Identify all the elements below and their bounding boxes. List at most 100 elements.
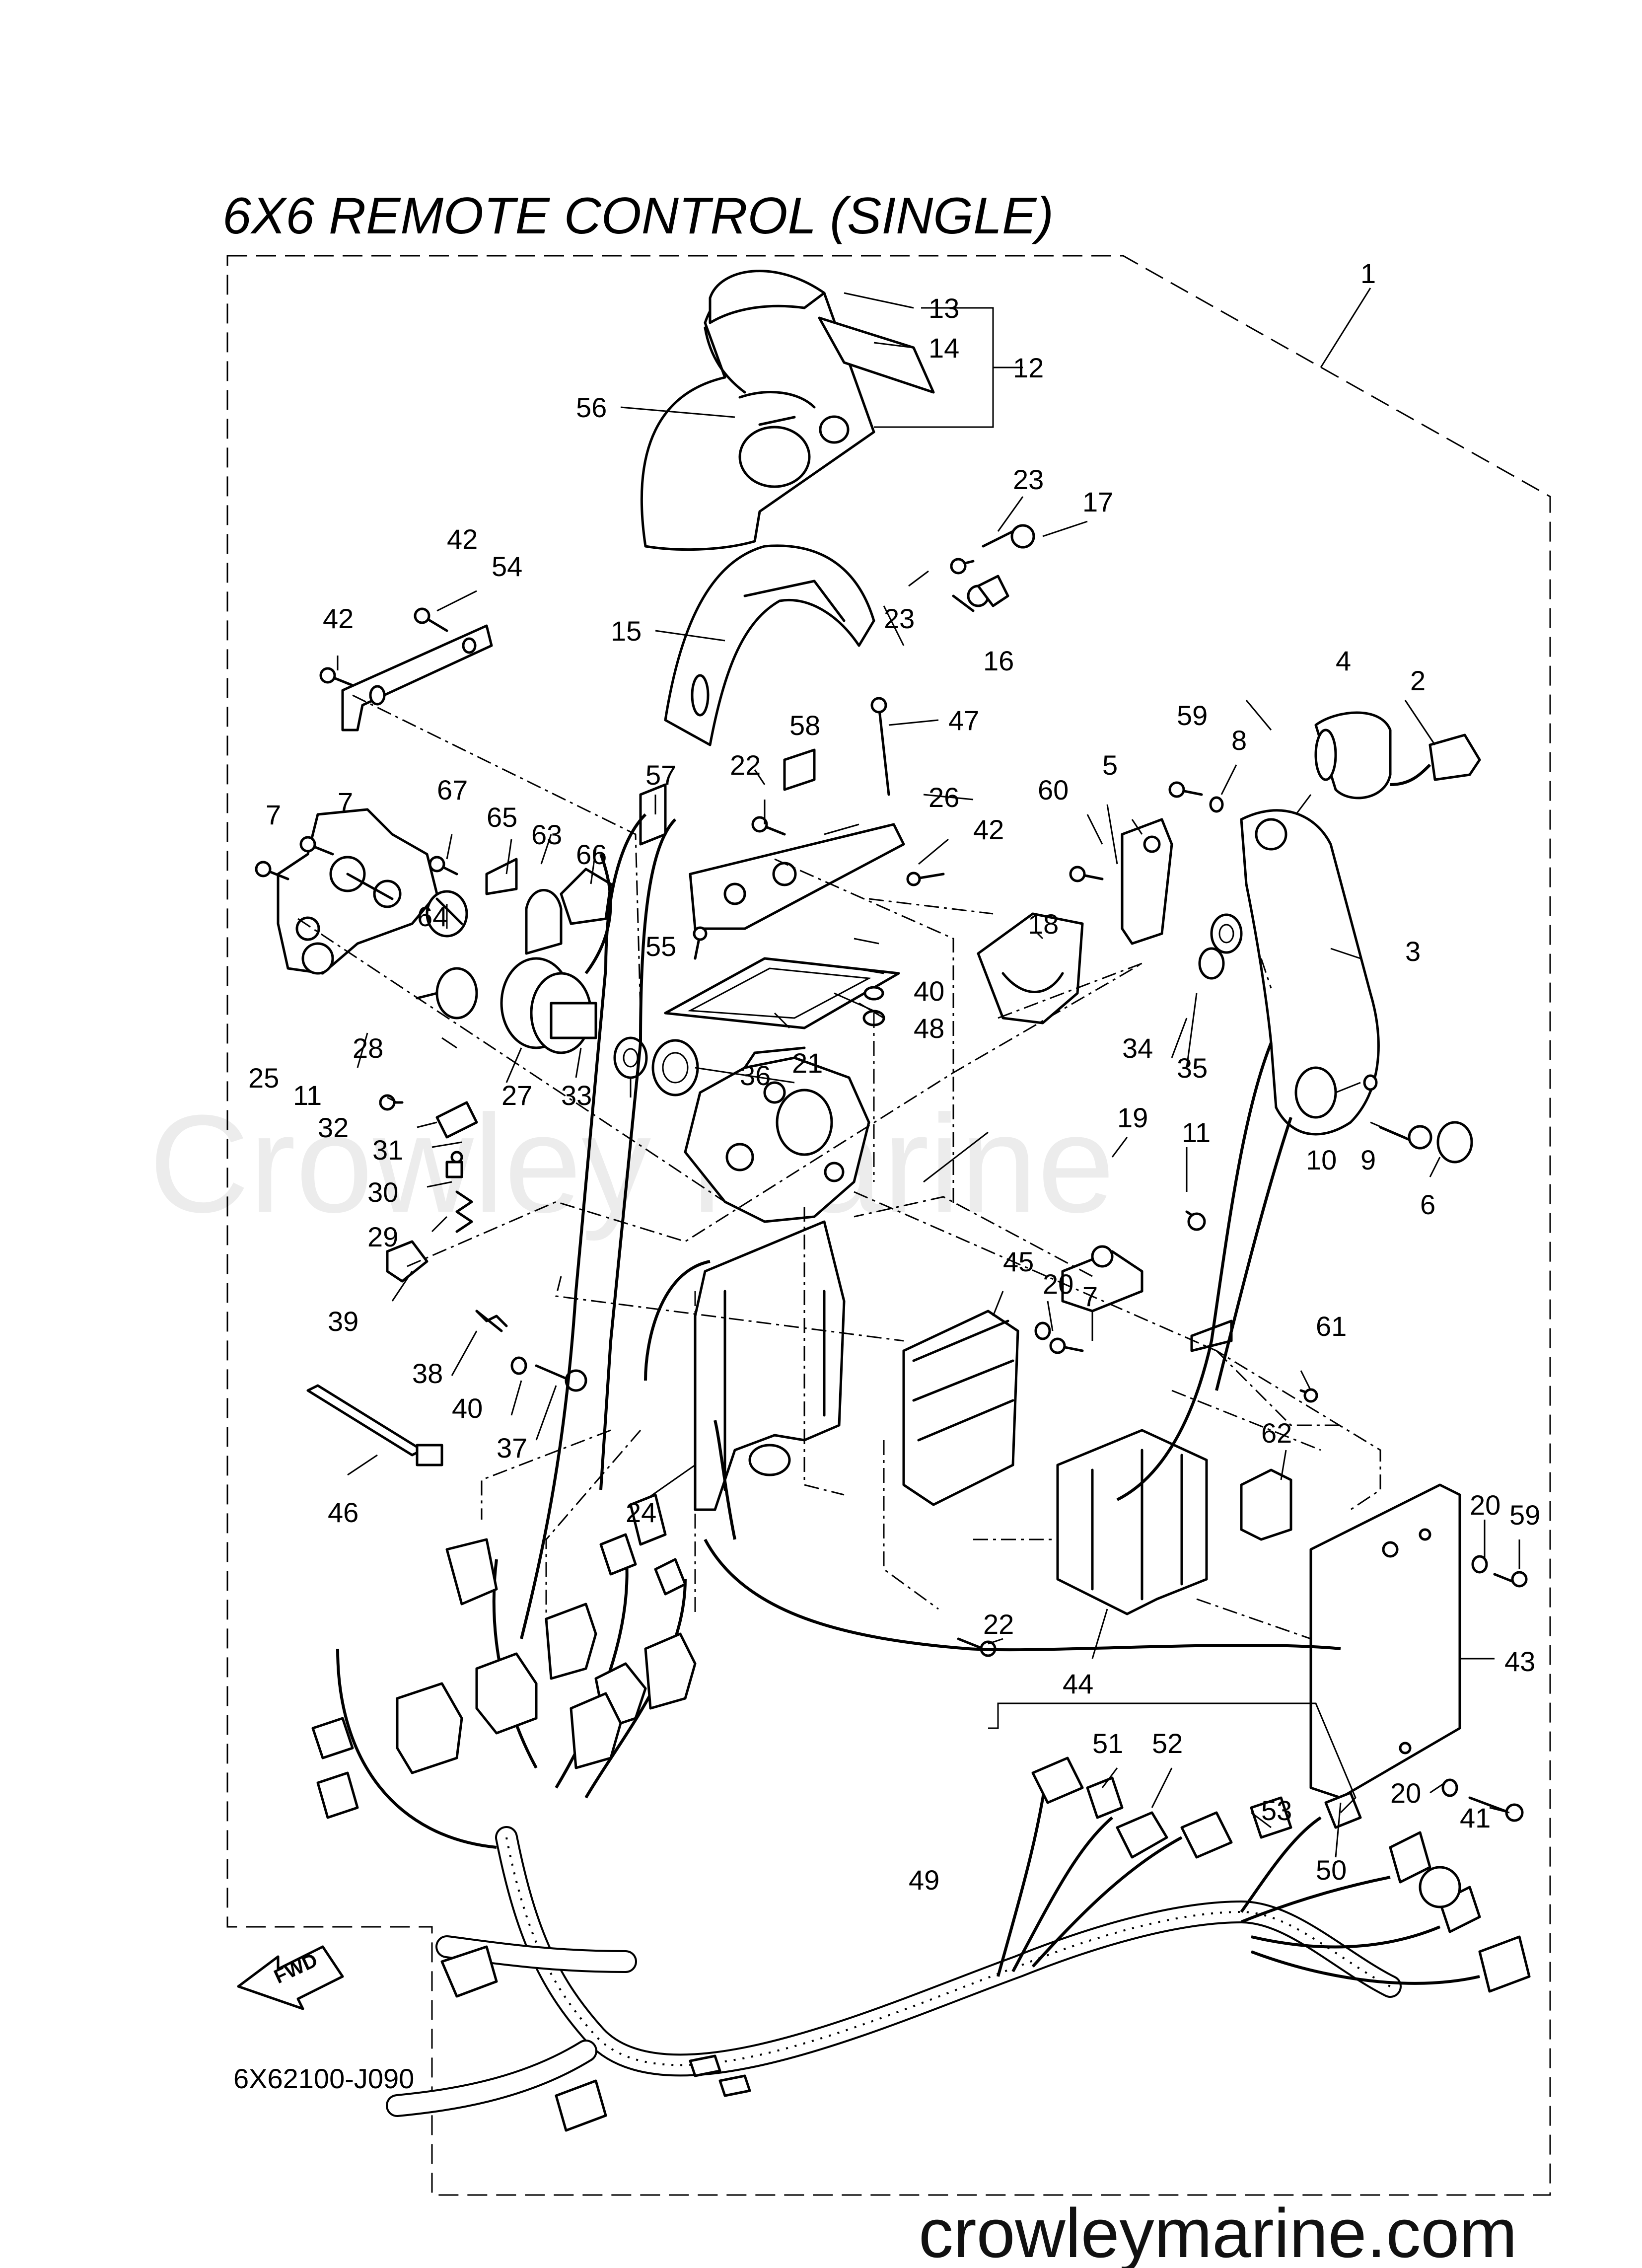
- callout-4: 4: [1336, 645, 1351, 676]
- callout-46: 46: [328, 1497, 358, 1528]
- callout-29: 29: [367, 1221, 398, 1252]
- part-inner-cover: [664, 544, 875, 746]
- part-base-26: [689, 823, 905, 930]
- part-gear-27: [500, 957, 597, 1054]
- callout-5: 5: [1102, 749, 1118, 781]
- callout-10: 10: [1306, 1144, 1337, 1175]
- callout-42b: 42: [323, 603, 354, 634]
- part-lever-3: [1240, 809, 1380, 1136]
- callout-31: 31: [372, 1134, 403, 1166]
- callout-12: 12: [1013, 352, 1044, 383]
- part-gasket-21: [664, 957, 900, 1029]
- callout-52: 52: [1152, 1728, 1183, 1759]
- callout-30: 30: [367, 1176, 398, 1208]
- callout-1: 1: [1360, 258, 1376, 289]
- fwd-arrow-icon: FWD: [237, 1945, 344, 2010]
- callout-33: 33: [561, 1080, 592, 1111]
- callout-36: 36: [740, 1060, 771, 1091]
- part-control-body: [684, 1046, 870, 1223]
- callout-58: 58: [789, 710, 820, 741]
- callout-13: 13: [928, 293, 959, 324]
- callout-19: 19: [1117, 1102, 1148, 1133]
- callout-63: 63: [531, 819, 562, 850]
- part-bracket-19: [1061, 1245, 1143, 1313]
- callout-50: 50: [1316, 1854, 1347, 1886]
- callout-60: 60: [1038, 774, 1069, 805]
- callout-41: 41: [1460, 1802, 1491, 1833]
- callout-7: 7: [266, 799, 281, 830]
- callout-28: 28: [353, 1032, 383, 1064]
- part-cable-tie-46: [306, 1384, 443, 1466]
- callout-67: 67: [437, 774, 468, 805]
- callout-44: 44: [1063, 1668, 1093, 1699]
- callout-56: 56: [576, 392, 607, 423]
- callout-22: 22: [730, 749, 761, 781]
- assembly-boundary: [226, 255, 1551, 2196]
- diagram-code: 6X62100-J090: [233, 2063, 414, 2094]
- callout-32: 32: [318, 1112, 349, 1143]
- callout-61: 61: [1316, 1311, 1347, 1342]
- callout-21: 21: [792, 1047, 823, 1079]
- callout-49: 49: [909, 1864, 939, 1896]
- callout-14: 14: [928, 332, 959, 364]
- callout-59b: 59: [1509, 1499, 1540, 1531]
- part-relay-62: [1240, 1468, 1292, 1541]
- callout-25: 25: [248, 1062, 279, 1094]
- part-bracket-54: [341, 624, 493, 732]
- callout-15: 15: [611, 615, 642, 647]
- leader-lines: [337, 288, 1520, 1858]
- callout-43: 43: [1504, 1646, 1535, 1677]
- diagram-title: 6X6 REMOTE CONTROL (SINGLE): [222, 187, 1054, 245]
- assembly-lines: [297, 694, 1381, 1640]
- callout-37: 37: [497, 1432, 527, 1463]
- callout-53: 53: [1261, 1795, 1292, 1826]
- callout-22b: 22: [983, 1609, 1014, 1640]
- callout-66: 66: [576, 839, 607, 870]
- callout-48: 48: [914, 1013, 944, 1044]
- callout-7b: 7: [338, 787, 353, 818]
- callout-18: 18: [1028, 908, 1059, 940]
- callout-3: 3: [1405, 936, 1421, 967]
- callout-57: 57: [645, 759, 676, 791]
- callout-42: 42: [447, 523, 478, 555]
- callout-42c: 42: [973, 814, 1004, 845]
- part-module-45: [902, 1310, 1019, 1506]
- callout-6: 6: [1420, 1189, 1435, 1220]
- callout-2: 2: [1410, 665, 1426, 696]
- callout-9: 9: [1360, 1144, 1376, 1175]
- part-module-44: [1056, 1429, 1208, 1615]
- part-plate-5: [1121, 818, 1173, 945]
- website-label: crowleymarine.com: [919, 2194, 1517, 2268]
- callout-51: 51: [1092, 1728, 1123, 1759]
- hardware-fasteners: [255, 524, 1528, 1822]
- callout-64: 64: [417, 901, 448, 932]
- callout-55: 55: [645, 931, 676, 962]
- part-connector-2: [1390, 733, 1481, 786]
- callout-38: 38: [412, 1358, 443, 1389]
- callout-34: 34: [1122, 1032, 1153, 1064]
- callout-7c: 7: [1082, 1281, 1098, 1312]
- part-plate-24: [694, 1220, 846, 1511]
- callout-59: 59: [1177, 700, 1208, 731]
- callout-40: 40: [914, 975, 944, 1007]
- callout-39: 39: [328, 1306, 358, 1337]
- callout-65: 65: [487, 802, 517, 833]
- callout-17: 17: [1082, 486, 1113, 517]
- callout-numbers: 1 2 3 4 5 6 7 7 7 8 9 10 11 11 12 13 14 …: [248, 258, 1540, 1896]
- part-ring-36: [651, 1039, 699, 1097]
- part-wire-harness-49: [336, 813, 1480, 2117]
- callout-54: 54: [492, 551, 522, 582]
- part-cover-housing: [640, 270, 935, 551]
- callout-47: 47: [948, 705, 979, 736]
- callout-40b: 40: [452, 1392, 483, 1424]
- callout-24: 24: [626, 1497, 656, 1528]
- callout-20b: 20: [1470, 1489, 1500, 1521]
- callout-8: 8: [1231, 725, 1247, 756]
- callout-11: 11: [293, 1080, 322, 1111]
- callout-20c: 20: [1390, 1777, 1421, 1809]
- part-side-bracket-25: [277, 808, 438, 975]
- callout-26: 26: [928, 782, 959, 813]
- callout-23b: 23: [884, 603, 915, 634]
- callout-45: 45: [1003, 1246, 1034, 1277]
